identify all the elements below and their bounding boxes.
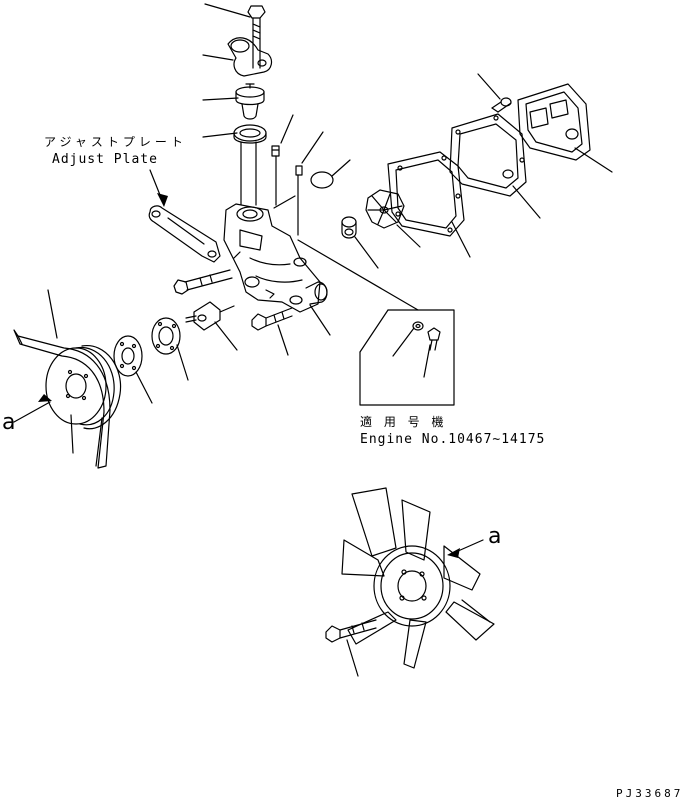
rear-gasket	[517, 83, 591, 161]
top-bolt	[247, 5, 266, 69]
fan-bolt	[325, 619, 377, 643]
drawing-code: PJ33687	[616, 787, 684, 800]
fan-flange	[151, 317, 181, 355]
adjust-plate	[148, 205, 221, 263]
seal-ring	[233, 124, 267, 144]
engine-number-range: Engine No.10467∼14175	[360, 432, 546, 447]
water-pump-body	[223, 203, 328, 313]
cooling-fan	[341, 487, 495, 669]
view-marker-pulley: a	[2, 410, 16, 435]
impeller	[365, 189, 405, 229]
applicable-engine-box	[359, 309, 455, 406]
mechanical-seal	[341, 216, 357, 239]
adjust-plate-label-en: Adjust Plate	[52, 152, 158, 167]
spacer	[185, 301, 235, 331]
leader-lines	[47, 3, 613, 677]
adjust-bolt	[173, 269, 233, 295]
view-marker-fan: a	[488, 524, 502, 549]
adjust-plate-label-jp: アジャストプレート	[44, 135, 187, 149]
v-belt	[13, 329, 111, 469]
cover-bolt	[491, 97, 512, 113]
applicable-label-jp: 適 用 号 機	[360, 415, 448, 429]
thermostat	[235, 83, 265, 120]
drain-plugs	[271, 145, 303, 236]
cover-plate	[449, 113, 527, 197]
pulley-spacer	[113, 335, 143, 377]
pulley	[45, 345, 122, 430]
o-ring	[310, 171, 334, 189]
lower-bolt	[251, 307, 293, 331]
thermostat-cover	[227, 37, 273, 77]
gasket	[387, 151, 465, 237]
